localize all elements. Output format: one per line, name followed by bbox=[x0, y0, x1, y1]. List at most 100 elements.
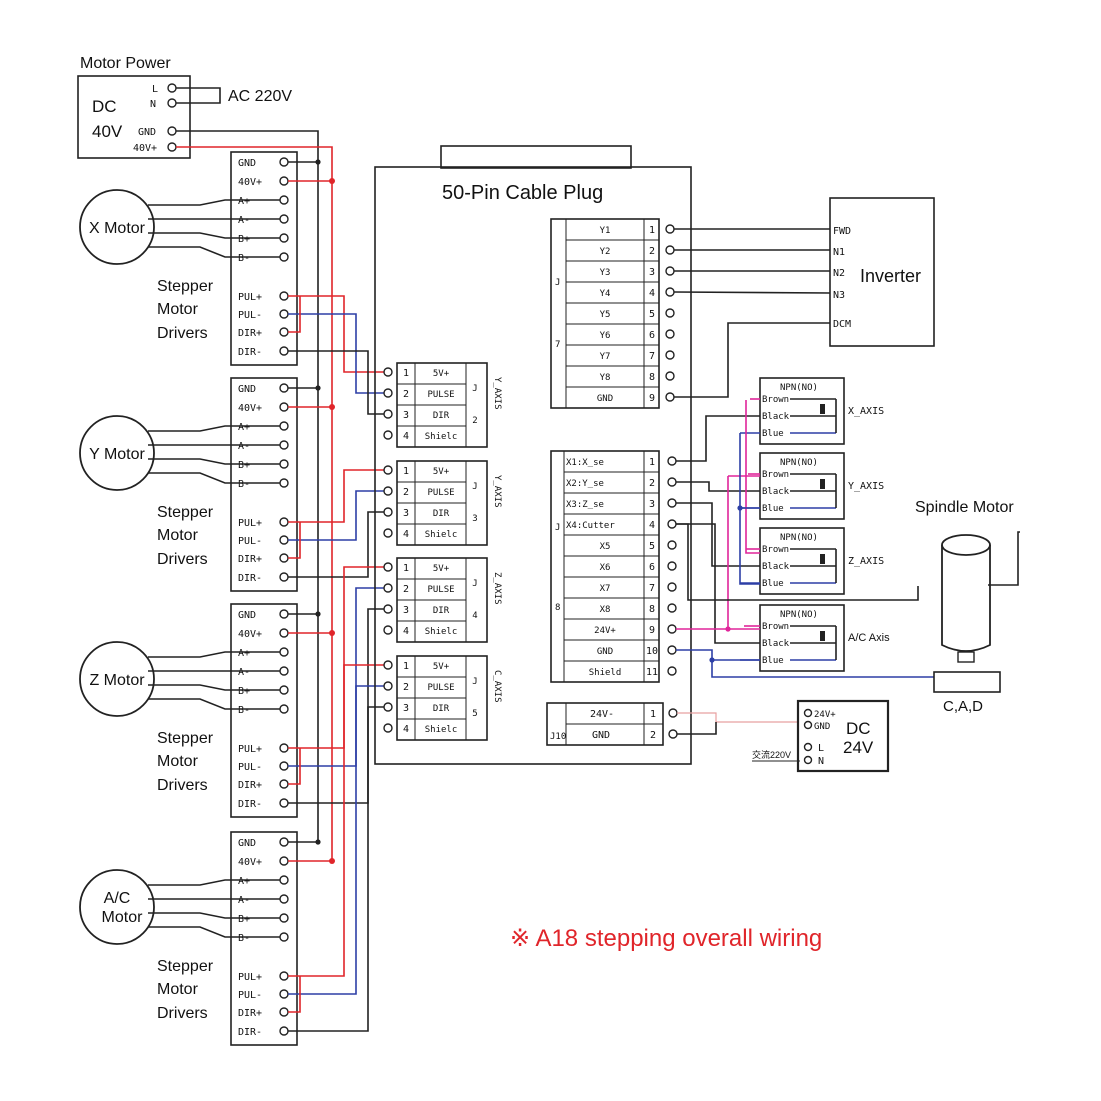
driver-label: Stepper bbox=[157, 504, 214, 521]
input-label: Shield bbox=[589, 668, 622, 678]
driver-terminal bbox=[279, 685, 289, 695]
power-bus bbox=[176, 146, 333, 860]
input-terminal bbox=[667, 540, 677, 550]
driver-terminal bbox=[279, 517, 289, 527]
output-pin: 3 bbox=[649, 267, 655, 278]
ac-input-label: AC 220V bbox=[228, 88, 292, 105]
motor-power-heading: Motor Power bbox=[80, 55, 171, 72]
dc24-terminal: GND bbox=[814, 722, 830, 732]
motor-power-supply: Motor Power DC 40V L N GND 40V+ AC 220V bbox=[77, 55, 333, 860]
driver-terminal-label: A- bbox=[238, 215, 250, 226]
axis-pin-number: 4 bbox=[403, 431, 409, 442]
driver-terminal-label: DIR+ bbox=[238, 554, 262, 565]
driver-terminal bbox=[279, 609, 289, 619]
output-pin: 6 bbox=[649, 330, 655, 341]
input-label: X4:Cutter bbox=[566, 521, 615, 531]
input-label: X1:X_se bbox=[566, 458, 604, 468]
input-terminal bbox=[667, 477, 677, 487]
driver-terminal-label: A+ bbox=[238, 196, 250, 207]
axis-pin-label: DIR bbox=[433, 509, 450, 519]
psu-n-terminal bbox=[167, 98, 177, 108]
motor-circle bbox=[79, 641, 155, 717]
spindle-sub-label: C,A,D bbox=[943, 698, 983, 715]
output-terminal bbox=[665, 350, 675, 360]
driver-terminal-label: A+ bbox=[238, 876, 250, 887]
driver-terminal-label: DIR+ bbox=[238, 328, 262, 339]
inverter-box bbox=[829, 197, 935, 347]
driver-terminal bbox=[279, 743, 289, 753]
output-terminal bbox=[665, 329, 675, 339]
input-label: X6 bbox=[600, 563, 611, 573]
driver-terminal-label: 40V+ bbox=[238, 403, 262, 414]
axis-pin-label: DIR bbox=[433, 704, 450, 714]
driver-terminal bbox=[279, 459, 289, 469]
psu-terminal-label: N bbox=[150, 99, 156, 110]
j7-box bbox=[550, 218, 660, 409]
sensor-group: NPN(NO)BrownBlackBlueX_AXISNPN(NO)BrownB… bbox=[676, 377, 934, 678]
input-pin: 2 bbox=[649, 478, 655, 489]
dc24-supply: DC 24V 24V+ GND L N 交流220V bbox=[752, 699, 890, 773]
driver-terminal bbox=[279, 478, 289, 488]
motor-circle bbox=[79, 869, 155, 945]
axis-pin-number: 2 bbox=[403, 389, 409, 400]
motor-lead bbox=[148, 199, 280, 206]
driver-terminal-label: B+ bbox=[238, 234, 250, 245]
output-terminal bbox=[665, 392, 675, 402]
driver-terminal bbox=[279, 346, 289, 356]
driver-terminal-label: GND bbox=[238, 838, 256, 849]
output-label: Y8 bbox=[600, 373, 611, 383]
motor-circle bbox=[79, 415, 155, 491]
driver-terminal-label: GND bbox=[238, 158, 256, 169]
axis-pin-number: 2 bbox=[403, 487, 409, 498]
psu-terminal-label: 40V+ bbox=[133, 143, 157, 154]
axis-pin-number: 1 bbox=[403, 466, 409, 477]
input-pin: 5 bbox=[649, 541, 655, 552]
axis-pin-label: Shielc bbox=[425, 725, 458, 735]
dc24-voltage: 24V bbox=[843, 738, 874, 757]
sensor-wire-label: Brown bbox=[762, 622, 789, 632]
inverter: Inverter FWD N1 N2 N3 DCM bbox=[829, 197, 935, 347]
board-outline bbox=[374, 166, 692, 765]
axis-pin-label: DIR bbox=[433, 606, 450, 616]
inverter-terminal: N1 bbox=[833, 247, 845, 258]
sensor-wire-label: Black bbox=[762, 487, 790, 497]
driver-terminal bbox=[279, 233, 289, 243]
output-label: GND bbox=[597, 394, 613, 404]
axis-connector-id: J bbox=[472, 677, 477, 687]
driver-terminal-label: B+ bbox=[238, 914, 250, 925]
axis-pin-label: 5V+ bbox=[433, 467, 450, 477]
output-label: Y2 bbox=[600, 247, 611, 257]
axis-pin-terminal bbox=[383, 583, 393, 593]
sensor-wire-label: Brown bbox=[762, 395, 789, 405]
motor-lead bbox=[148, 232, 280, 239]
axis-connector-id: 5 bbox=[472, 709, 477, 719]
driver-terminal-label: A- bbox=[238, 667, 250, 678]
sensor-wire-label: Black bbox=[762, 639, 790, 649]
driver-terminal-label: DIR- bbox=[238, 1027, 262, 1038]
spindle-label: Spindle Motor bbox=[915, 499, 1014, 516]
driver-terminal bbox=[279, 572, 289, 582]
j10-label: 24V- bbox=[590, 709, 614, 720]
sensor-box bbox=[759, 452, 845, 520]
axis-pin-number: 1 bbox=[403, 661, 409, 672]
driver-box bbox=[230, 377, 298, 592]
driver-terminal bbox=[279, 421, 289, 431]
driver-terminal bbox=[279, 628, 289, 638]
driver-terminal-label: B- bbox=[238, 933, 250, 944]
input-label: X3:Z_se bbox=[566, 500, 604, 510]
axis-connector-id: J bbox=[472, 482, 477, 492]
output-pin: 4 bbox=[649, 288, 655, 299]
driver-terminal-label: GND bbox=[238, 610, 256, 621]
j8-box bbox=[550, 450, 660, 683]
sensor-axis: Z_AXIS bbox=[848, 556, 884, 567]
output-label: Y1 bbox=[600, 226, 611, 236]
axis-connector-id: J bbox=[472, 579, 477, 589]
motor-lead bbox=[148, 879, 280, 886]
sensor-wire-label: Brown bbox=[762, 470, 789, 480]
input-pin: 10 bbox=[646, 646, 658, 657]
psu-terminal-label: L bbox=[152, 84, 158, 95]
input-label: 24V+ bbox=[594, 626, 616, 636]
